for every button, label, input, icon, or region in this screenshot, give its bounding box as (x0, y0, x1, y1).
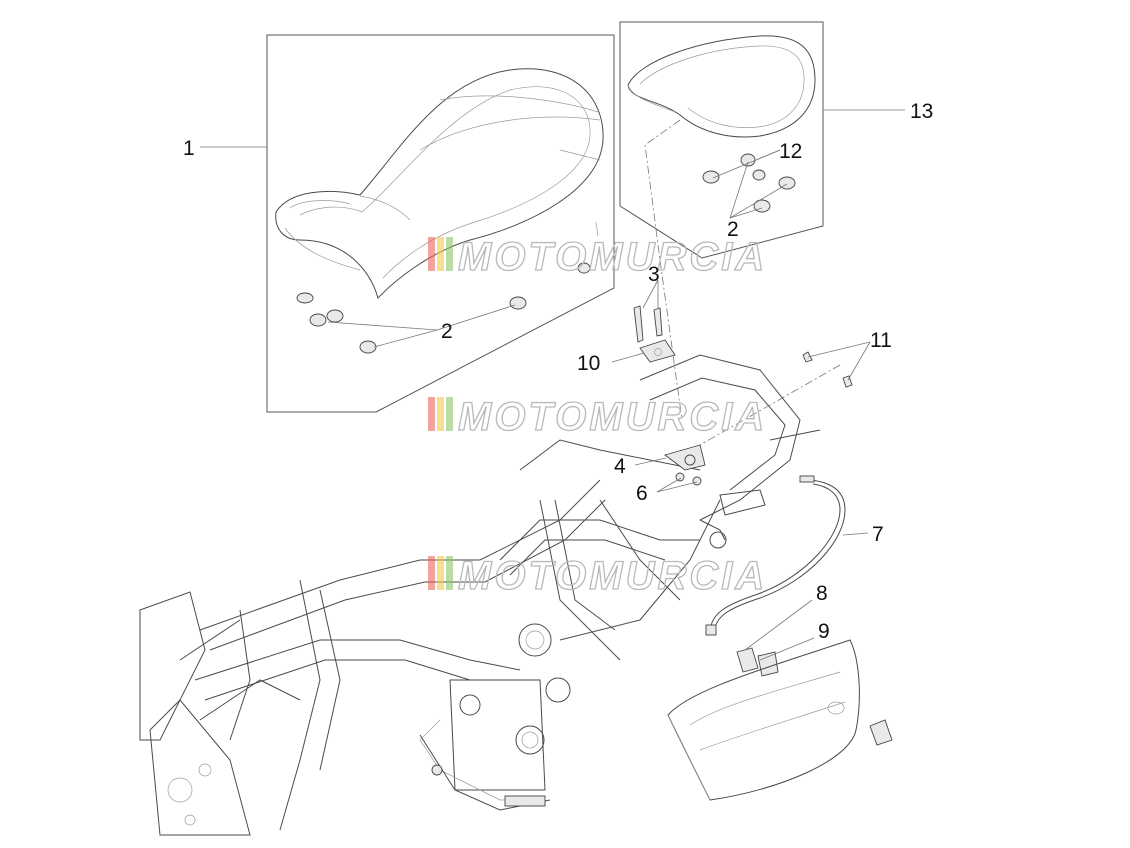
leader-lines (200, 109, 905, 661)
seat-bumpers (296, 221, 599, 354)
watermark-top: MOTOMURCIA (428, 234, 767, 280)
seat-release-cable (705, 475, 846, 677)
callout-11: 11 (870, 329, 892, 352)
callout-13: 13 (910, 100, 933, 123)
callout-2: 2 (727, 218, 739, 241)
watermark-middle: MOTOMURCIA (428, 394, 767, 440)
callout-4: 4 (614, 455, 626, 478)
alignment-line (644, 119, 683, 421)
passenger-seat-kit-box (619, 21, 824, 259)
watermark-bottom: MOTOMURCIA (428, 553, 767, 599)
motorcycle-frame (139, 305, 871, 836)
passenger-seat (627, 35, 816, 138)
callout-1: 1 (183, 137, 195, 160)
callout-10: 10 (577, 352, 600, 375)
callout-2: 2 (441, 320, 453, 343)
watermark-text: MOTOMURCIA (458, 235, 767, 279)
watermark-text: MOTOMURCIA (458, 554, 767, 598)
rider-seat (275, 68, 604, 299)
callout-6: 6 (636, 482, 648, 505)
watermark-text: MOTOMURCIA (458, 395, 767, 439)
callout-12: 12 (779, 140, 802, 163)
callout-9: 9 (818, 620, 830, 643)
callout-8: 8 (816, 582, 828, 605)
seat-kit-box (266, 34, 615, 413)
callout-3: 3 (648, 263, 660, 286)
callout-7: 7 (872, 523, 884, 546)
side-cover (667, 639, 893, 801)
